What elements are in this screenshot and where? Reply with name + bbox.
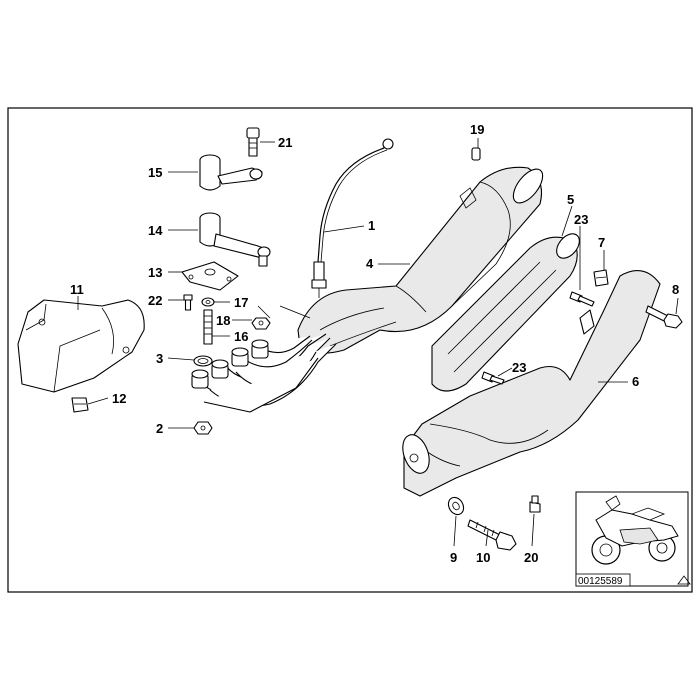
part-23-screw-upper — [569, 291, 595, 307]
callout-18: 18 — [216, 313, 230, 328]
callout-1: 1 — [368, 218, 375, 233]
callout-4: 4 — [366, 256, 374, 271]
part-18-nut — [251, 317, 271, 330]
part-15-bracket — [199, 154, 263, 191]
motorcycle-thumbnail: 00125589 — [575, 491, 691, 587]
part-13-plate — [181, 261, 239, 291]
part-2-nut — [193, 421, 213, 435]
part-17-washer — [201, 297, 215, 307]
callout-6: 6 — [632, 374, 639, 389]
leader-lines — [77, 138, 679, 547]
callout-22: 22 — [148, 293, 162, 308]
callout-8: 8 — [672, 282, 679, 297]
callout-15: 15 — [148, 165, 162, 180]
triangle-icon — [677, 575, 691, 585]
callout-17: 17 — [234, 295, 248, 310]
part-10-bolt — [467, 519, 517, 551]
part-3-gasket — [193, 355, 213, 367]
part-23-screw-lower — [481, 371, 505, 385]
part-7-clip — [593, 269, 609, 287]
callout-10: 10 — [476, 550, 490, 565]
part-14-bracket — [199, 212, 271, 267]
callout-7: 7 — [598, 235, 605, 250]
callout-5: 5 — [567, 192, 574, 207]
callout-23-lower: 23 — [512, 360, 526, 375]
callout-21: 21 — [278, 135, 292, 150]
part-11-heat-shield — [17, 299, 145, 393]
callout-12: 12 — [112, 391, 126, 406]
part-1-oxygen-sensor — [311, 138, 394, 298]
part-6-silencer — [402, 270, 661, 497]
callout-3: 3 — [156, 351, 163, 366]
motorcycle-icon — [591, 495, 679, 565]
callout-9: 9 — [450, 550, 457, 565]
part-9-washer — [447, 496, 465, 516]
part-21-bolt — [246, 127, 260, 157]
document-id: 00125589 — [578, 576, 623, 587]
callout-2: 2 — [156, 421, 163, 436]
callout-13: 13 — [148, 265, 162, 280]
callout-16: 16 — [234, 329, 248, 344]
callout-11: 11 — [70, 282, 84, 297]
part-22-screw — [183, 294, 193, 311]
part-16-stud — [203, 309, 213, 345]
callout-14: 14 — [148, 223, 163, 238]
exhaust-headers — [191, 333, 337, 413]
part-20-screw — [529, 495, 541, 513]
callout-23-upper: 23 — [574, 212, 588, 227]
callout-labels: 21 15 14 13 22 17 18 16 3 2 11 12 1 4 19… — [70, 122, 679, 565]
callout-19: 19 — [470, 122, 484, 137]
callout-20: 20 — [524, 550, 538, 565]
part-19-buffer — [471, 147, 481, 161]
part-8-bolt — [645, 305, 683, 329]
part-12-clip — [71, 397, 89, 413]
diagram-frame — [7, 107, 693, 593]
